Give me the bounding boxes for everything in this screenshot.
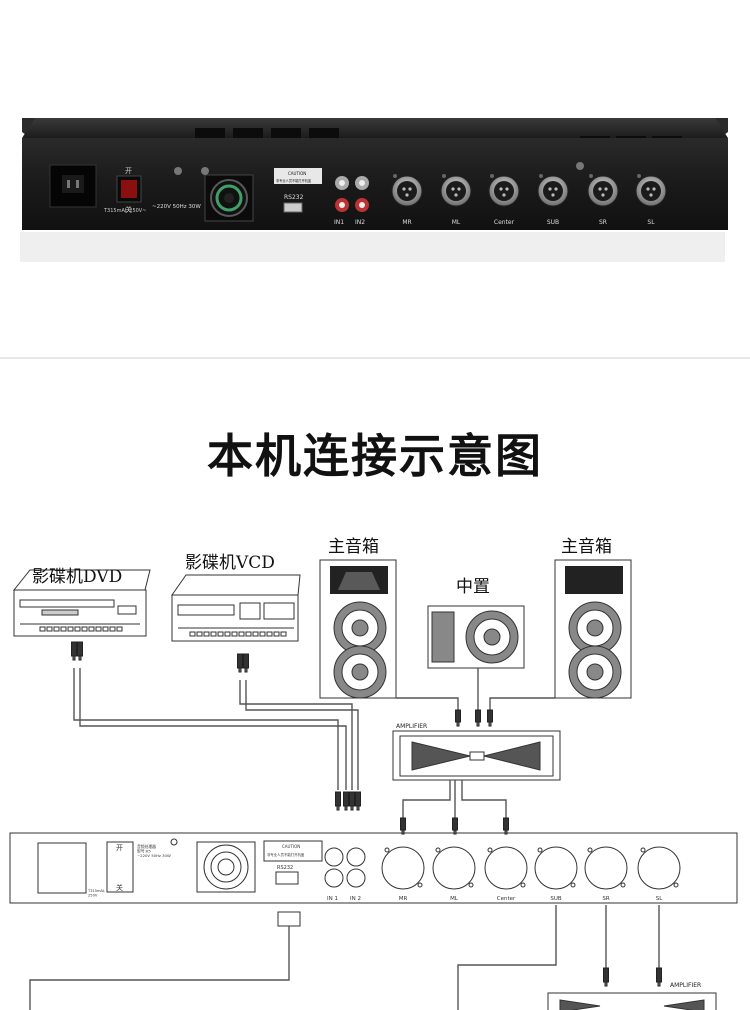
xlr-outputs: MR ML Center SUB SR SL [391,174,667,226]
switch-on-label: 开 [125,167,132,175]
panel-xlr-sl [637,846,681,890]
switch-off-label: 关 [125,205,132,214]
panel-info-label: 音频处理器型号:K5~220V 50Hz 30W [137,844,171,858]
rs232-label: RS232 [284,194,304,201]
svg-text:CAUTION: CAUTION [288,171,306,176]
panel-xlr-sr [584,846,628,890]
xlr-label-mr: MR [402,219,411,226]
connection-diagram: 影碟机DVD 影碟机VCD 主音箱 主音箱 中置 AMPLIFIER AMPLI… [9,537,738,1010]
amplifier-bottom-label: AMPLIFIER [670,982,701,989]
main-speaker-right [554,559,632,699]
cable-plug [475,709,481,727]
cable-plug [335,791,341,811]
cable-plug [243,653,249,673]
cable-plug [237,653,243,673]
panel-xlr-center [484,846,528,890]
panel-out-label-mr: MR [399,896,408,902]
panel-xlr-ml [432,846,476,890]
processor-panel [9,832,738,904]
panel-out-label-ml: ML [450,896,459,902]
panel-in1-label: IN 1 [327,896,338,902]
panel-in2-label: IN 2 [350,896,361,902]
amplifier-bottom [547,992,717,1010]
main-speaker-right-label: 主音箱 [561,537,612,557]
panel-out-label-sl: SL [656,896,663,902]
cable-plug [656,967,662,987]
center-speaker [427,605,525,669]
dvd-player [12,569,151,637]
input-cables [73,668,359,790]
in1-label: IN1 [334,219,344,226]
panel-out-label-center: Center [497,896,516,902]
panel-caution: CAUTION [282,844,300,849]
output-cables [457,905,660,1010]
cable-plug [452,817,458,835]
in2-label: IN2 [355,219,365,226]
cable-plug [503,817,509,835]
screw [576,162,584,170]
panel-xlr-sub [534,846,578,890]
svg-text:非专业人员不能打开机盖: 非专业人员不能打开机盖 [276,178,312,183]
cable-plug [343,791,349,811]
cable-plug [349,791,355,811]
cable-plug [355,791,361,811]
rca-inputs [335,176,369,212]
xlr-label-ml: ML [452,219,461,226]
panel-xlr-mr [381,846,425,890]
panel-out-label-sr: SR [602,896,609,902]
cable-plug [487,709,493,727]
cable-plug [455,709,461,727]
main-speaker-left-label: 主音箱 [328,537,379,557]
rs232-connector [29,911,301,1010]
panel-fan [196,841,256,893]
center-speaker-label: 中置 [456,577,490,597]
voltage-label: ~220V 50Hz 30W [152,204,201,210]
cable-plug [71,641,77,661]
panel-on-label: 开 [116,844,123,852]
screw [174,167,182,175]
cable-plug [77,641,83,661]
caution-sticker [274,168,322,184]
cable-plug [400,817,406,835]
xlr-label-sub: SUB [547,219,559,226]
xlr-label-sr: SR [599,219,607,226]
panel-off-label: 关 [116,883,123,892]
xlr-label-sl: SL [647,219,655,226]
rs232-port [283,202,303,213]
rear-panel-photo: T315mAL 250V~ 开 关 ~220V 50Hz 30W CAUTION… [0,0,750,360]
power-spec-label: T315mAL 250V~ [103,208,146,214]
main-speaker-left [319,559,397,699]
fan-icon [204,174,254,222]
screw [201,167,209,175]
vcd-player [171,574,301,642]
amplifier-top [392,730,561,781]
amp-cables [402,780,507,818]
panel-rs232-label: RS232 [277,865,293,871]
speaker-cables [396,668,555,710]
dvd-label: 影碟机DVD [32,567,122,587]
vcd-label: 影碟机VCD [185,553,275,573]
panel-out-label-sub: SUB [550,896,562,902]
panel-caution-note: 非专业人员不能打开机盖 [267,852,305,857]
amplifier-top-label: AMPLIFIER [396,723,427,730]
cable-plug [603,967,609,987]
page-title: 本机连接示意图 [207,429,543,483]
xlr-label-center: Center [494,219,515,226]
